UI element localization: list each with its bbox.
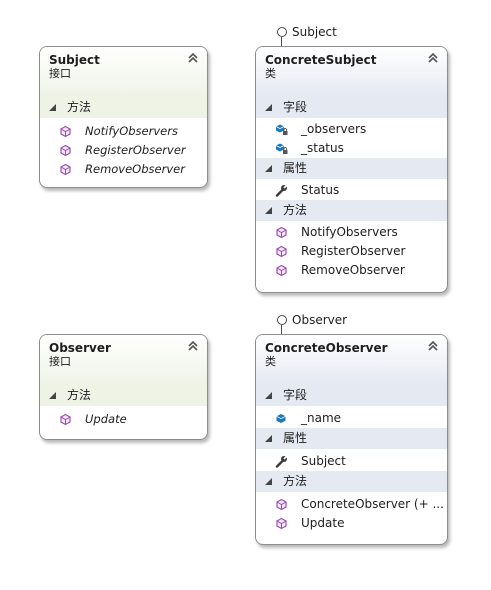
member-name: ConcreteObserver (+ ...: [301, 497, 444, 511]
box-title: ConcreteSubject: [265, 53, 377, 67]
method-cube-icon: [276, 245, 287, 258]
member-name: RegisterObserver: [301, 244, 406, 258]
section-label: 方法: [67, 388, 92, 402]
section-label: 方法: [283, 203, 308, 217]
member-name: _status: [301, 141, 344, 155]
member-row[interactable]: Update: [256, 514, 447, 533]
box-stereotype: 接口: [49, 67, 71, 80]
wrench-property-icon: [275, 184, 288, 197]
section-label: 方法: [283, 474, 308, 488]
section-methods[interactable]: 方法: [256, 471, 447, 492]
field-icon: [276, 414, 286, 423]
box-title: Subject: [49, 53, 100, 67]
section-label: 字段: [283, 100, 308, 114]
member-name: _observers: [301, 122, 367, 136]
double-chevron-up-icon[interactable]: [427, 340, 439, 352]
member-row[interactable]: _status: [256, 139, 447, 158]
method-cube-icon: [60, 144, 71, 157]
member-row[interactable]: Status: [256, 181, 447, 200]
interface-ring-icon: [277, 27, 287, 37]
box-header: ConcreteSubject 类: [256, 47, 447, 97]
section-methods[interactable]: 方法: [40, 97, 207, 118]
box-stereotype: 接口: [49, 355, 71, 368]
member-name: NotifyObservers: [301, 225, 398, 239]
expanded-triangle-icon: [265, 104, 272, 111]
method-cube-icon: [60, 125, 71, 138]
expanded-triangle-icon: [265, 478, 272, 485]
double-chevron-up-icon[interactable]: [187, 340, 199, 352]
member-row[interactable]: _observers: [256, 120, 447, 139]
observer-interface-box[interactable]: Observer 接口 方法 Update: [39, 334, 208, 440]
section-fields[interactable]: 字段: [256, 385, 447, 406]
box-header: Observer 接口: [40, 335, 207, 385]
section-properties[interactable]: 属性: [256, 428, 447, 449]
method-cube-icon: [276, 498, 287, 511]
concrete-subject-class-box[interactable]: ConcreteSubject 类 字段 _observers _status …: [255, 46, 448, 293]
box-header: ConcreteObserver 类: [256, 335, 447, 385]
expanded-triangle-icon: [265, 435, 272, 442]
section-methods[interactable]: 方法: [256, 200, 447, 221]
box-header: Subject 接口: [40, 47, 207, 97]
method-cube-icon: [276, 226, 287, 239]
interface-ring-icon: [277, 315, 287, 325]
box-title: ConcreteObserver: [265, 341, 388, 355]
member-row[interactable]: RemoveObserver: [256, 261, 447, 280]
expanded-triangle-icon: [265, 165, 272, 172]
member-row[interactable]: RemoveObserver: [40, 160, 207, 179]
section-label: 属性: [283, 161, 308, 175]
double-chevron-up-icon[interactable]: [187, 52, 199, 64]
box-title: Observer: [49, 341, 111, 355]
member-row[interactable]: NotifyObservers: [40, 122, 207, 141]
method-cube-icon: [276, 264, 287, 277]
expanded-triangle-icon: [49, 392, 56, 399]
subject-interface-box[interactable]: Subject 接口 方法 NotifyObservers RegisterOb…: [39, 46, 208, 188]
method-cube-icon: [60, 413, 71, 426]
member-name: Update: [85, 412, 127, 426]
lollipop-label: Subject: [292, 25, 337, 39]
concrete-observer-class-box[interactable]: ConcreteObserver 类 字段 _name 属性 Subject 方…: [255, 334, 448, 545]
wrench-property-icon: [275, 455, 288, 468]
expanded-triangle-icon: [49, 104, 56, 111]
section-properties[interactable]: 属性: [256, 158, 447, 179]
expanded-triangle-icon: [265, 207, 272, 214]
member-name: Subject: [301, 454, 346, 468]
double-chevron-up-icon[interactable]: [427, 52, 439, 64]
member-row[interactable]: RegisterObserver: [40, 141, 207, 160]
private-field-icon: [275, 143, 288, 154]
section-label: 方法: [67, 100, 92, 114]
method-cube-icon: [276, 517, 287, 530]
section-label: 属性: [283, 431, 308, 445]
member-row[interactable]: _name: [256, 409, 447, 428]
member-name: _name: [301, 411, 342, 425]
section-fields[interactable]: 字段: [256, 97, 447, 118]
box-stereotype: 类: [265, 67, 276, 80]
member-row[interactable]: NotifyObservers: [256, 223, 447, 242]
member-row[interactable]: Update: [40, 410, 207, 429]
member-name: RegisterObserver: [85, 143, 186, 157]
member-row[interactable]: Subject: [256, 452, 447, 471]
member-name: Status: [301, 183, 340, 197]
member-name: RemoveObserver: [85, 162, 185, 176]
expanded-triangle-icon: [265, 392, 272, 399]
section-label: 字段: [283, 388, 308, 402]
member-name: RemoveObserver: [301, 263, 405, 277]
method-cube-icon: [60, 163, 71, 176]
section-methods[interactable]: 方法: [40, 385, 207, 406]
private-field-icon: [275, 124, 288, 135]
box-stereotype: 类: [265, 355, 276, 368]
member-row[interactable]: ConcreteObserver (+ ...: [256, 495, 447, 514]
member-row[interactable]: RegisterObserver: [256, 242, 447, 261]
member-name: Update: [301, 516, 345, 530]
lollipop-label: Observer: [292, 313, 348, 327]
member-name: NotifyObservers: [85, 124, 178, 138]
